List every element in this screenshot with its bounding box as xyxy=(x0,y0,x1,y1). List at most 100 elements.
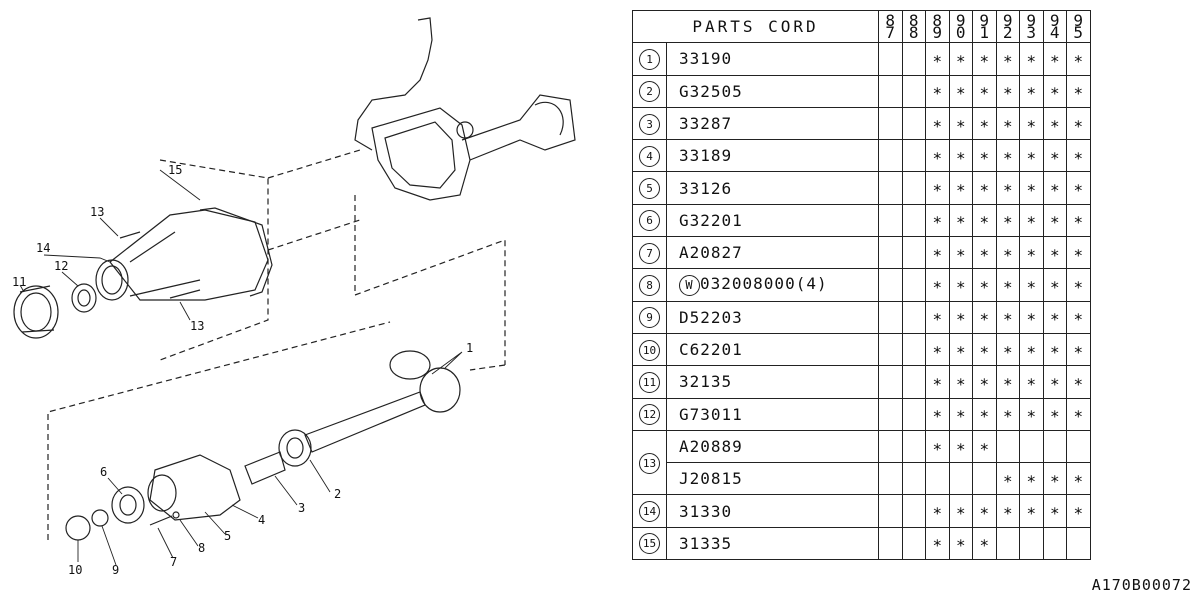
year-mark-cell: ∗ xyxy=(925,332,950,367)
year-mark-cell: ∗ xyxy=(1066,74,1091,108)
part-code-cell: 33189 xyxy=(666,139,879,173)
year-mark-cell xyxy=(878,106,903,141)
year-mark-cell: ∗ xyxy=(972,397,997,431)
part-number-cell: 13 xyxy=(632,429,667,496)
part-number-cell: 7 xyxy=(632,236,667,270)
year-mark-cell: ∗ xyxy=(1042,171,1067,205)
year-mark-cell: ∗ xyxy=(1019,236,1044,270)
part-code: G73011 xyxy=(679,404,743,424)
year-mark-cell xyxy=(948,462,973,496)
part-number-circle: 15 xyxy=(639,533,660,555)
part-code: G32201 xyxy=(679,210,743,230)
year-mark-cell xyxy=(878,139,903,173)
part-number-cell: 9 xyxy=(632,300,667,334)
year-digit: 5 xyxy=(1073,22,1084,42)
year-mark-cell: ∗ xyxy=(1042,268,1067,302)
year-digit: 9 xyxy=(1073,10,1084,30)
exploded-parts-diagram: 1 2 3 4 5 6 7 8 9 10 11 12 13 13 14 15 xyxy=(12,17,576,577)
year-mark-cell: ∗ xyxy=(972,365,997,399)
part-code: D52203 xyxy=(679,307,743,327)
year-digit: 8 xyxy=(885,10,896,30)
leader-lines xyxy=(19,169,463,566)
year-mark-cell: ∗ xyxy=(972,203,997,238)
callout-1: 1 xyxy=(466,341,473,355)
callout-14: 14 xyxy=(36,241,50,255)
year-mark-cell: ∗ xyxy=(995,236,1020,270)
year-mark-cell: ∗ xyxy=(972,106,997,141)
part-code: 31330 xyxy=(679,501,733,521)
part-code: A20827 xyxy=(679,243,743,263)
year-digit: 9 xyxy=(1049,10,1060,30)
year-mark-cell: ∗ xyxy=(972,42,997,76)
year-digit: 8 xyxy=(932,10,943,30)
part-code: 33189 xyxy=(679,146,733,166)
part-code: A20889 xyxy=(679,437,743,456)
year-mark-cell xyxy=(925,462,950,496)
part-number-circle: 1 xyxy=(639,48,660,70)
year-mark-cell: ∗ xyxy=(972,139,997,173)
year-mark-cell: ∗ xyxy=(948,332,973,367)
year-mark-cell xyxy=(995,526,1020,561)
year-mark-cell xyxy=(901,236,926,270)
year-mark-cell xyxy=(901,365,926,399)
part-code: 032008000(4) xyxy=(700,274,828,294)
year-mark-cell: ∗ xyxy=(1019,74,1044,108)
part-number-cell: 5 xyxy=(632,171,667,205)
callout-labels: 1 2 3 4 5 6 7 8 9 10 11 12 13 13 14 15 xyxy=(12,163,473,577)
part-number-circle: 7 xyxy=(639,242,660,264)
year-mark-cell: ∗ xyxy=(1019,300,1044,334)
year-mark-cell: ∗ xyxy=(925,397,950,431)
year-mark-cell: ∗ xyxy=(972,429,997,464)
year-mark-cell: ∗ xyxy=(1019,365,1044,399)
year-mark-cell xyxy=(901,171,926,205)
year-mark-cell: ∗ xyxy=(948,429,973,464)
year-mark-cell: ∗ xyxy=(1066,171,1091,205)
year-mark-cell: ∗ xyxy=(995,397,1020,431)
year-mark-cell xyxy=(901,74,926,108)
year-mark-cell: ∗ xyxy=(1066,203,1091,238)
year-mark-cell xyxy=(901,300,926,334)
year-mark-cell: ∗ xyxy=(948,268,973,302)
year-mark-cell xyxy=(972,462,997,496)
year-mark-cell: ∗ xyxy=(1019,332,1044,367)
part-number-cell: 15 xyxy=(632,526,667,561)
year-digit: 9 xyxy=(979,10,990,30)
year-mark-cell: ∗ xyxy=(1042,203,1067,238)
year-digit: 9 xyxy=(1026,10,1037,30)
year-mark-cell: ∗ xyxy=(972,332,997,367)
year-digit: 9 xyxy=(932,22,943,42)
year-mark-cell xyxy=(901,462,926,496)
year-mark-cell: ∗ xyxy=(995,494,1020,528)
year-mark-cell xyxy=(995,429,1020,464)
year-digit: 7 xyxy=(885,22,896,42)
part-number-circle: 10 xyxy=(639,339,660,361)
year-mark-cell xyxy=(878,74,903,108)
year-mark-cell xyxy=(878,365,903,399)
year-mark-cell: ∗ xyxy=(1066,268,1091,302)
year-mark-cell: ∗ xyxy=(948,236,973,270)
year-mark-cell: ∗ xyxy=(995,365,1020,399)
part-code-cell: 33126 xyxy=(666,171,879,205)
extension-housing-drawing xyxy=(95,207,273,301)
part-number-cell: 2 xyxy=(632,74,667,108)
figure-code: A170B00072 xyxy=(1091,576,1192,594)
part-code: 32135 xyxy=(679,372,733,392)
year-mark-cell: ∗ xyxy=(1019,139,1044,173)
year-mark-cell: ∗ xyxy=(1066,300,1091,334)
year-mark-cell: ∗ xyxy=(948,203,973,238)
year-mark-cell: ∗ xyxy=(1042,365,1067,399)
year-mark-cell xyxy=(878,462,903,496)
year-digit: 4 xyxy=(1049,22,1060,42)
year-mark-cell xyxy=(901,42,926,76)
year-mark-cell xyxy=(878,526,903,561)
